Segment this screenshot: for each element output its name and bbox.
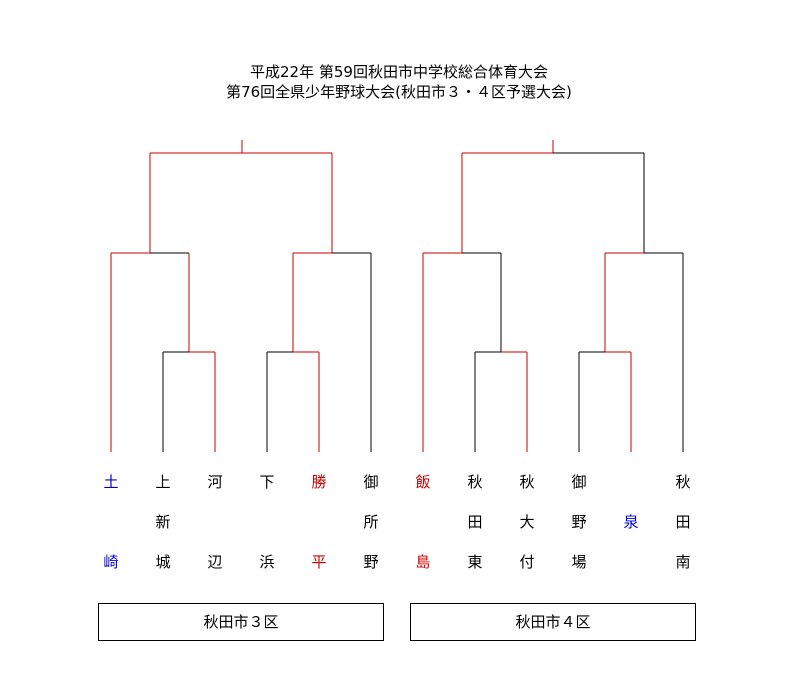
team-char: 土 — [103, 473, 119, 491]
team-char: 上 — [155, 473, 171, 491]
team-char: 下 — [259, 473, 275, 491]
team-char: 野 — [363, 553, 379, 571]
team-char: 大 — [519, 513, 535, 531]
team-char: 浜 — [259, 553, 275, 571]
team-char — [254, 515, 280, 555]
team-char — [618, 475, 644, 515]
team-name-goshono: 御所野 — [358, 475, 384, 570]
team-char: 野 — [571, 513, 587, 531]
team-char: 飯 — [415, 473, 431, 491]
team-char — [618, 555, 644, 570]
team-name-akitahigashi: 秋田東 — [462, 475, 488, 570]
team-char: 秋 — [675, 473, 691, 491]
team-char: 河 — [207, 473, 223, 491]
team-char — [202, 515, 228, 555]
team-char: 御 — [363, 473, 379, 491]
team-char: 平 — [311, 553, 327, 571]
team-name-onoba: 御野場 — [566, 475, 592, 570]
team-char: 崎 — [103, 553, 119, 571]
team-name-izumi: 泉 — [618, 475, 644, 570]
team-name-akitadaifu: 秋大付 — [514, 475, 540, 570]
team-name-kamishinjo: 上新城 — [150, 475, 176, 570]
team-char: 所 — [363, 513, 379, 531]
team-char: 新 — [155, 513, 171, 531]
bracket-left — [110, 140, 372, 452]
zone-box-left: 秋田市３区 — [98, 603, 384, 641]
team-name-shimohama: 下浜 — [254, 475, 280, 570]
team-char — [410, 515, 436, 555]
bracket-right — [422, 140, 684, 452]
team-char: 田 — [675, 513, 691, 531]
team-char: 御 — [571, 473, 587, 491]
team-char: 南 — [675, 553, 691, 571]
team-char: 秋 — [467, 473, 483, 491]
team-char: 秋 — [519, 473, 535, 491]
team-name-tsuchizaki: 土崎 — [98, 475, 124, 570]
team-char: 泉 — [623, 513, 639, 531]
team-char: 田 — [467, 513, 483, 531]
team-char: 場 — [571, 553, 587, 571]
zone-box-right: 秋田市４区 — [410, 603, 696, 641]
tournament-title-line1: 平成22年 第59回秋田市中学校総合体育大会 — [250, 63, 548, 81]
team-char: 辺 — [207, 553, 223, 571]
team-char: 付 — [519, 553, 535, 571]
team-name-katsuhira: 勝平 — [306, 475, 332, 570]
team-name-kawabe: 河辺 — [202, 475, 228, 570]
team-name-iijima: 飯島 — [410, 475, 436, 570]
team-name-akitaminami: 秋田南 — [670, 475, 696, 570]
team-char — [306, 515, 332, 555]
team-char: 勝 — [311, 473, 327, 491]
team-char: 島 — [415, 553, 431, 571]
team-char: 城 — [155, 553, 171, 571]
team-char: 東 — [467, 553, 483, 571]
team-char — [98, 515, 124, 555]
tournament-title-line2: 第76回全県少年野球大会(秋田市３・４区予選大会) — [226, 83, 572, 101]
